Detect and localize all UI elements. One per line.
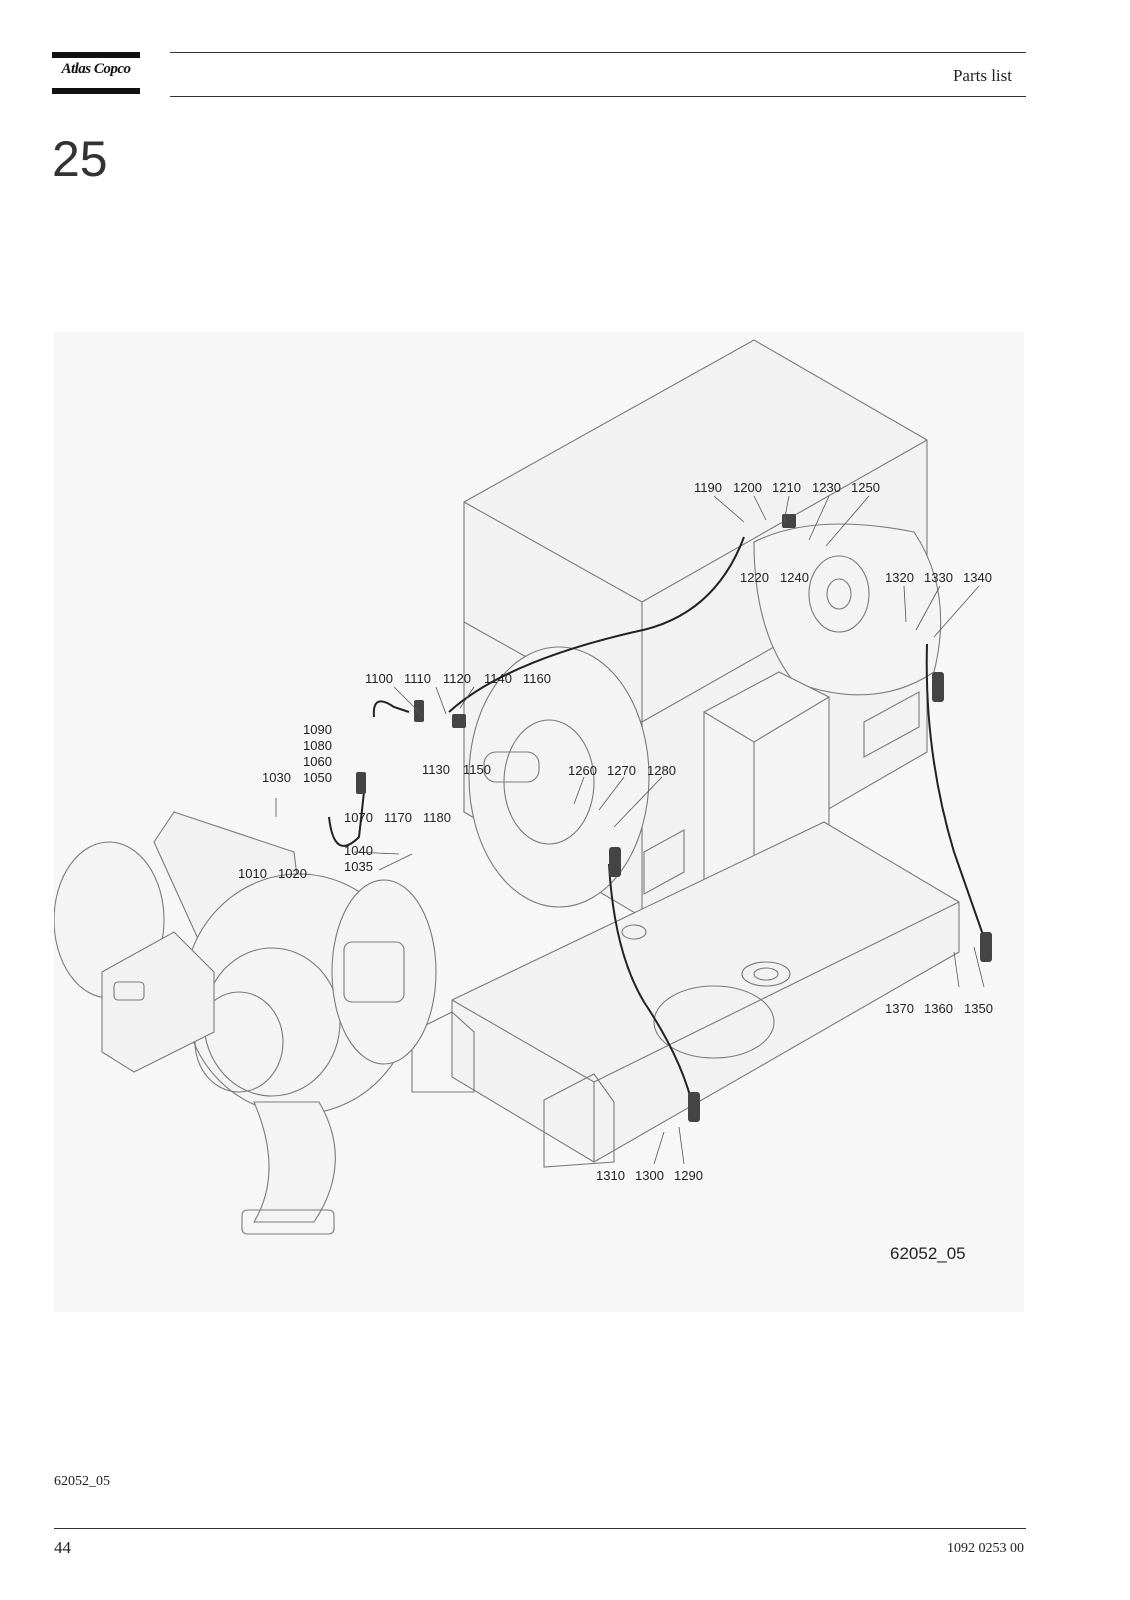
header-rule-top — [170, 52, 1026, 53]
callout-1210: 1210 — [772, 480, 801, 495]
callout-1040: 1040 — [344, 843, 373, 858]
callout-1230: 1230 — [812, 480, 841, 495]
callout-1340: 1340 — [963, 570, 992, 585]
callout-1220: 1220 — [740, 570, 769, 585]
logo-text: Atlas Copco — [61, 61, 131, 77]
callout-1030: 1030 — [262, 770, 291, 785]
callout-1350: 1350 — [964, 1001, 993, 1016]
page-number: 44 — [54, 1538, 71, 1557]
callout-1280: 1280 — [647, 763, 676, 778]
figure-code: 62052_05 — [890, 1244, 966, 1263]
callout-1270: 1270 — [607, 763, 636, 778]
callout-1100: 1100 — [365, 671, 393, 686]
callout-1370: 1370 — [885, 1001, 914, 1016]
callout-1300: 1300 — [635, 1168, 664, 1183]
callout-1020: 1020 — [278, 866, 307, 881]
callout-1120: 1120 — [443, 671, 471, 686]
callout-1110: 1110 — [404, 671, 431, 686]
callout-1260: 1260 — [568, 763, 597, 778]
callout-1250: 1250 — [851, 480, 880, 495]
callout-1060: 1060 — [303, 754, 332, 769]
atlas-copco-logo: Atlas Copco — [52, 52, 140, 94]
callout-1290: 1290 — [674, 1168, 703, 1183]
callout-1080: 1080 — [303, 738, 332, 753]
callout-1190: 1190 — [694, 480, 722, 495]
figure-caption: 62052_05 — [54, 1474, 110, 1489]
callout-1200: 1200 — [733, 480, 762, 495]
callout-1140: 1140 — [484, 671, 512, 686]
callout-1050: 1050 — [303, 770, 332, 785]
header-title: Parts list — [952, 66, 1012, 85]
callout-1160: 1160 — [523, 671, 551, 686]
callout-1180: 1180 — [423, 810, 451, 825]
footer-rule — [54, 1528, 1026, 1529]
callout-1320: 1320 — [885, 570, 914, 585]
logo-bar-bottom — [52, 88, 140, 94]
exploded-view-drawing: 1190 1200 1210 1230 1250 1220 1240 1320 … — [54, 339, 993, 1263]
parts-diagram: 1190 1200 1210 1230 1250 1220 1240 1320 … — [54, 332, 1024, 1312]
callout-1070: 1070 — [344, 810, 373, 825]
callout-1240: 1240 — [780, 570, 809, 585]
callout-1010: 1010 — [238, 866, 267, 881]
logo-bar-top — [52, 52, 140, 58]
document-number: 1092 0253 00 — [947, 1541, 1024, 1556]
callout-1310: 1310 — [596, 1168, 625, 1183]
callout-1035: 1035 — [344, 859, 373, 874]
callout-labels: 1190 1200 1210 1230 1250 1220 1240 1320 … — [238, 480, 993, 1183]
header-rule-bottom — [170, 96, 1026, 97]
callout-1170: 1170 — [384, 810, 412, 825]
callout-1330: 1330 — [924, 570, 953, 585]
callout-1130: 1130 — [422, 762, 450, 777]
callout-1360: 1360 — [924, 1001, 953, 1016]
callout-1150: 1150 — [463, 762, 491, 777]
section-number: 25 — [52, 131, 108, 187]
callout-1090: 1090 — [303, 722, 332, 737]
